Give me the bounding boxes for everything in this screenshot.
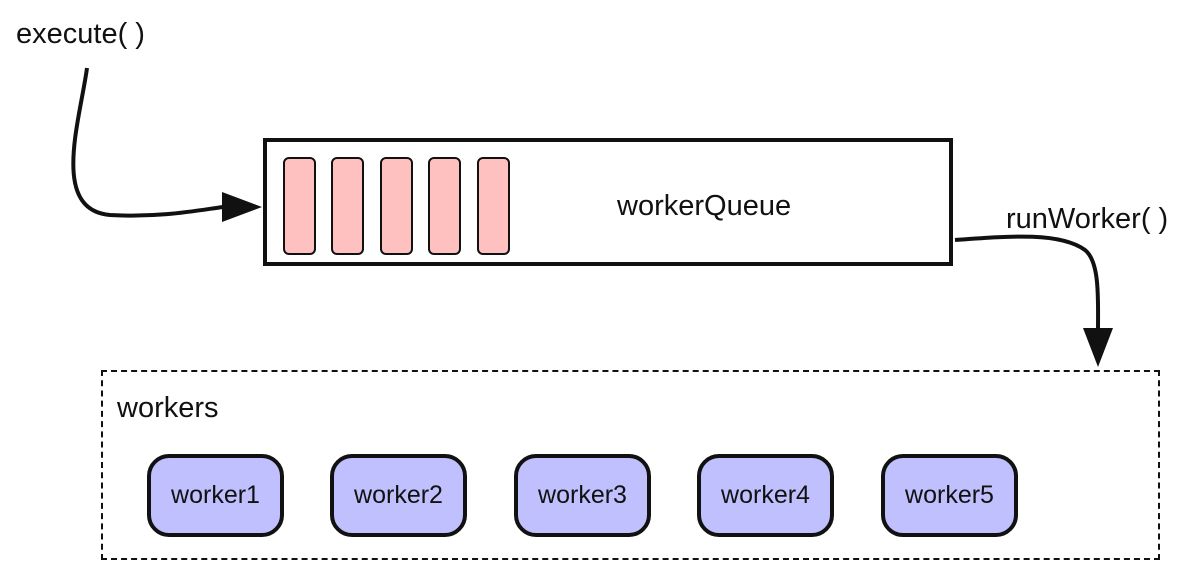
execute-arrow — [71, 67, 224, 218]
execute-label: execute( ) — [16, 18, 145, 50]
run-worker-arrowhead — [1083, 328, 1113, 367]
worker-queue-box: workerQueue — [263, 138, 953, 266]
queue-slot — [380, 157, 413, 255]
worker-node-5: worker5 — [881, 454, 1018, 537]
queue-slot — [477, 157, 510, 255]
workers-title: workers — [117, 392, 219, 424]
run-worker-label: runWorker( ) — [1006, 203, 1169, 235]
worker-node-1: worker1 — [147, 454, 284, 537]
worker-queue-title: workerQueue — [617, 190, 792, 222]
queue-slot — [428, 157, 461, 255]
worker-node-3: worker3 — [514, 454, 651, 537]
worker-node-4: worker4 — [697, 454, 834, 537]
workers-group: workers worker1 worker2 worker3 worker4 … — [101, 370, 1160, 560]
execute-arrowhead — [222, 192, 262, 222]
queue-slot — [283, 157, 316, 255]
run-worker-arrow — [954, 234, 1101, 331]
queue-slot — [331, 157, 364, 255]
worker-node-2: worker2 — [330, 454, 467, 537]
